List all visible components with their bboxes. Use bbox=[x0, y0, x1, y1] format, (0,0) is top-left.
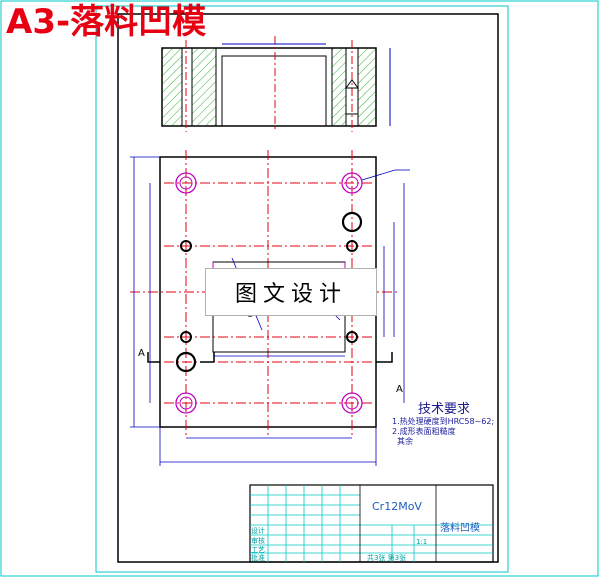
title-block-scale: 1:1 bbox=[416, 538, 428, 546]
technical-requirements-heading: 技术要求 bbox=[418, 402, 471, 417]
technical-requirement-3: 其余 bbox=[397, 437, 413, 446]
title-block-label-review: 审核 bbox=[251, 537, 265, 545]
title-block-material: Cr12MoV bbox=[372, 500, 422, 513]
title-block-label-process: 工艺 bbox=[251, 546, 265, 554]
title-block-label-approve: 批准 bbox=[251, 554, 265, 562]
title-block bbox=[249, 484, 494, 563]
technical-requirement-2: 2.成形表面粗糙度 bbox=[392, 427, 456, 436]
section-label-right: A bbox=[396, 384, 403, 395]
section-view bbox=[161, 36, 391, 132]
title-block-sheet: 共3张 第3张 bbox=[367, 554, 407, 562]
technical-requirement-1: 1.热处理硬度到HRC58~62; bbox=[392, 417, 495, 426]
drawing-title: A3-落料凹模 bbox=[6, 2, 207, 42]
title-block-label-design: 设计 bbox=[251, 527, 265, 535]
sheet-inner-border bbox=[95, 5, 509, 573]
watermark: 图文设计 bbox=[205, 268, 377, 316]
section-label-left: A bbox=[138, 348, 145, 359]
title-block-part-name: 落料凹模 bbox=[440, 523, 480, 534]
